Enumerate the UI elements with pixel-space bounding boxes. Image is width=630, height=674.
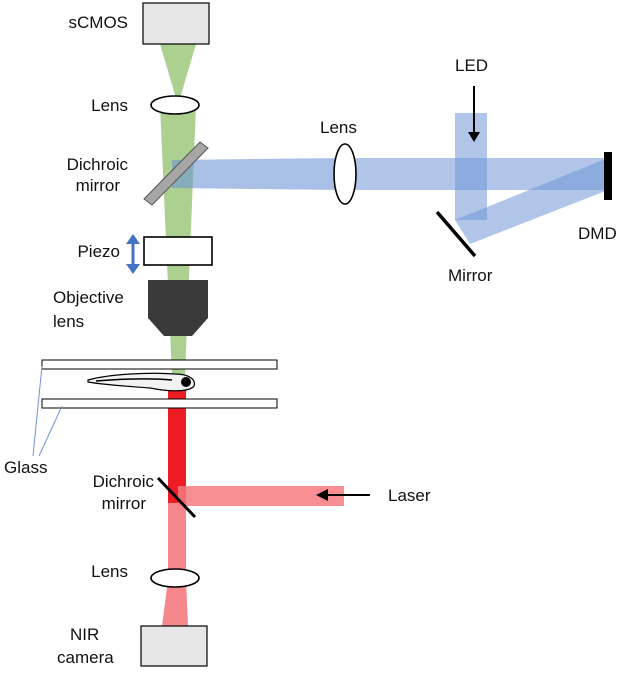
label-top-dichroic-line1: Dichroic [66, 155, 128, 174]
label-bottom-dichroic-line2: mirror [101, 494, 146, 513]
scmos-camera [142, 2, 210, 45]
dmd-device [604, 152, 612, 200]
label-bottom-dichroic-line1: Dichroic [92, 472, 154, 491]
blue-beam-dmd-to-mirror [455, 158, 608, 244]
label-nir-line2: camera [57, 648, 114, 667]
label-top-dichroic-line2: mirror [75, 176, 120, 195]
zebrafish-fin-stripe [95, 378, 173, 382]
right-lens [333, 143, 357, 205]
bottom-dichroic-mirror [156, 476, 197, 519]
label-led: LED [455, 56, 489, 75]
laser-beam [178, 486, 344, 506]
steering-mirror [435, 210, 477, 258]
blue-beam-led [455, 113, 487, 220]
label-nir-line1: NIR [70, 625, 100, 644]
bottom-lens [150, 568, 200, 588]
glass-leader-top [32, 365, 43, 457]
red-beam-dark [168, 390, 186, 503]
label-dmd: DMD [578, 224, 617, 243]
label-bottom-lens: Lens [91, 562, 128, 581]
label-top-lens: Lens [91, 96, 128, 115]
objective-lens [148, 280, 208, 336]
zebrafish-larva [87, 372, 195, 392]
label-objective-line2: lens [53, 312, 85, 331]
top-dichroic-mirror [143, 141, 209, 206]
label-laser: Laser [388, 486, 431, 505]
glass-slide-top [41, 359, 278, 370]
label-piezo: Piezo [77, 242, 120, 261]
piezo-arrow-down [126, 264, 140, 274]
nir-camera [140, 625, 208, 667]
top-lens [150, 95, 200, 115]
blue-beam-to-dichroic [172, 158, 345, 190]
label-mirror: Mirror [448, 266, 493, 285]
green-beam-upper [160, 44, 196, 105]
zebrafish-eye [181, 377, 191, 387]
red-beam-to-camera [162, 580, 188, 626]
piezo-arrow-up [126, 234, 140, 244]
label-objective-line1: Objective [53, 288, 124, 307]
label-right-lens: Lens [320, 118, 357, 137]
label-glass: Glass [4, 458, 48, 477]
laser-arrow-head [316, 489, 328, 501]
led-arrow-head [468, 132, 480, 142]
label-scmos: sCMOS [68, 13, 129, 32]
piezo-stage [143, 236, 213, 266]
glass-leader-bottom [38, 405, 63, 457]
glass-slide-bottom [41, 398, 278, 409]
red-beam-light [168, 503, 186, 580]
